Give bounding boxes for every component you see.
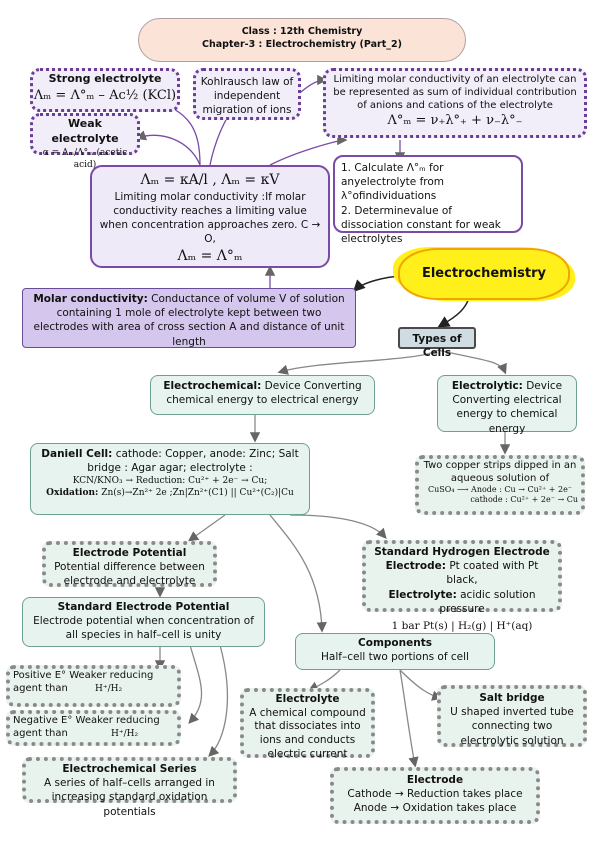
electrode-potential-text: Potential difference between electrode a… bbox=[54, 561, 205, 588]
center-formula1: Λₘ = κA/l , Λₘ = κV bbox=[140, 172, 280, 188]
electrode-potential-title: Electrode Potential bbox=[72, 547, 187, 559]
components-box: Components Half–cell two portions of cel… bbox=[295, 633, 495, 670]
electrochemistry-label: Electrochemistry bbox=[421, 266, 547, 281]
she-electrode-text: Pt coated with Pt black, bbox=[445, 560, 539, 587]
arrow-to-she bbox=[289, 514, 387, 539]
daniell-title: Daniell Cell: bbox=[41, 448, 113, 460]
arrow-to-electrolyte bbox=[307, 669, 341, 692]
electrochemical-text: Device Converting chemical energy to ele… bbox=[166, 380, 362, 407]
strong-electrolyte-formula: Λₘ = Λ°ₘ – Ac½ (KCl) bbox=[33, 87, 177, 103]
header-banner: Class : 12th Chemistry Chapter-3 : Elect… bbox=[138, 18, 466, 62]
electrolyte-text: A chemical compound that dissociates int… bbox=[249, 706, 366, 760]
strong-electrolyte-title: Strong electrolyte bbox=[48, 72, 162, 85]
header-chapter: Chapter-3 : Electrochemistry (Part_2) bbox=[202, 38, 402, 50]
she-electrode-title: Electrode: bbox=[385, 560, 446, 573]
arrow-to-weak bbox=[135, 130, 201, 166]
electrochemistry-cloud: Electrochemistry bbox=[398, 248, 570, 300]
molar-conductivity-title: Molar conductivity: bbox=[33, 293, 148, 305]
copper-cathode: cathode : Cu²⁺ + 2e⁻ → Cu bbox=[470, 495, 578, 504]
components-title: Components bbox=[358, 637, 432, 649]
she-title: Standard Hydrogen Electrode bbox=[374, 546, 550, 558]
daniell-oxidation-title: Oxidation: bbox=[46, 488, 99, 499]
copper-text: Two copper strips dipped in an aqueous s… bbox=[423, 460, 577, 484]
electrolyte-title: Electrolyte bbox=[275, 693, 340, 705]
electrolytic-box: Electrolytic: Device Converting electric… bbox=[437, 375, 577, 435]
limiting-sum-formula: Λ°ₘ = ν₊λ°₊ + ν₋λ°₋ bbox=[387, 113, 523, 128]
electrochemical-box: Electrochemical: Device Converting chemi… bbox=[150, 375, 375, 415]
electrolytic-title: Electrolytic: bbox=[451, 380, 523, 392]
positive-e-h: H⁺/H₂ bbox=[94, 684, 123, 694]
types-of-cells-box: Types of Cells bbox=[398, 327, 476, 359]
electrode-box: Electrode Cathode → Reduction takes plac… bbox=[330, 767, 540, 824]
she-formula: 1 bar Pt(s) | H₂(g) | H⁺(aq) bbox=[391, 619, 533, 632]
salt-bridge-text: U shaped inverted tube connecting two el… bbox=[450, 706, 574, 747]
daniell-reduction: KCN/KNO₃ → Reduction: Cu²⁺ + 2e⁻ → Cu; bbox=[72, 476, 268, 487]
components-text: Half–cell two portions of cell bbox=[321, 651, 469, 664]
weak-electrolyte-formula: α = Λₘ/Λ°ₘ (acetic acid) bbox=[42, 147, 128, 170]
types-of-cells-label: Types of Cells bbox=[412, 333, 462, 360]
negative-e-line2: agent than bbox=[13, 728, 68, 739]
electrolytic-text: Device Converting electrical energy to c… bbox=[452, 380, 563, 435]
arrow-to-electrode bbox=[399, 669, 419, 768]
copper-anode: CuSO₄ ⟶ Anode : Cu → Cu²⁺ + 2e⁻ bbox=[427, 485, 573, 494]
positive-e-line1: Positive E° Weaker reducing bbox=[13, 670, 154, 681]
limiting-sum-box: Limiting molar conductivity of an electr… bbox=[323, 68, 587, 138]
sep-title: Standard Electrode Potential bbox=[57, 601, 230, 613]
salt-bridge-box: Salt bridge U shaped inverted tube conne… bbox=[437, 685, 587, 747]
applications-box: 1. Calculate Λ°ₘ for anyelectrolyte from… bbox=[333, 155, 523, 245]
she-electrolyte-text: acidic solution pressure bbox=[439, 588, 536, 615]
copper-strips-box: Two copper strips dipped in an aqueous s… bbox=[415, 455, 585, 515]
arrow-to-series bbox=[208, 644, 229, 757]
weak-electrolyte-box: Weak electrolyte α = Λₘ/Λ°ₘ (acetic acid… bbox=[30, 113, 140, 170]
arrow-to-components bbox=[269, 514, 327, 633]
arrow-to-electrode-potential bbox=[187, 514, 226, 542]
negative-e-box: Negative E° Weaker reducing agent than H… bbox=[6, 710, 181, 746]
applications-line2: 2. Determinevalue of dissociation consta… bbox=[341, 204, 501, 245]
sep-box: Standard Electrode Potential Electrode p… bbox=[22, 597, 265, 647]
salt-bridge-title: Salt bridge bbox=[479, 692, 545, 704]
electrode-title: Electrode bbox=[406, 774, 464, 786]
electrode-anode: Anode → Oxidation takes place bbox=[353, 802, 517, 815]
she-electrolyte-title: Electrolyte: bbox=[388, 588, 457, 601]
arrow-to-electrochemical bbox=[277, 349, 439, 375]
positive-e-box: Positive E° Weaker reducing agent than H… bbox=[6, 665, 181, 707]
electrochemical-series-text: A series of half–cells arranged in incre… bbox=[44, 777, 215, 818]
daniell-oxidation: Zn(s)→Zn²⁺ 2e ;Zn|Zn²⁺(C1) || Cu²⁺(C₂)|C… bbox=[98, 488, 294, 499]
applications-line1: 1. Calculate Λ°ₘ for anyelectrolyte from… bbox=[341, 162, 445, 203]
header-class: Class : 12th Chemistry bbox=[241, 26, 363, 37]
sep-text: Electrode potential when concentration o… bbox=[33, 615, 254, 642]
electrolyte-box: Electrolyte A chemical compound that dis… bbox=[240, 688, 375, 760]
electrode-cathode: Cathode → Reduction takes place bbox=[347, 788, 523, 801]
weak-electrolyte-title: Weak electrolyte bbox=[51, 117, 119, 145]
arrow-to-saltbridge bbox=[399, 669, 443, 701]
daniell-cell-box: Daniell Cell: cathode: Copper, anode: Zi… bbox=[30, 443, 310, 515]
arrow-to-limiting2 bbox=[269, 134, 348, 166]
negative-e-line1: Negative E° Weaker reducing bbox=[13, 715, 160, 726]
kohlrausch-text: Kohlrausch law of independent migration … bbox=[200, 76, 294, 117]
positive-e-line2: agent than bbox=[13, 683, 68, 694]
molar-conductivity-text: Conductance of volume V of solution cont… bbox=[33, 293, 345, 348]
electrochemical-series-box: Electrochemical Series A series of half–… bbox=[22, 757, 237, 818]
she-box: Standard Hydrogen Electrode Electrode: P… bbox=[362, 540, 562, 632]
electrochemical-title: Electrochemical: bbox=[163, 380, 262, 392]
strong-electrolyte-box: Strong electrolyte Λₘ = Λ°ₘ – Ac½ (KCl) bbox=[30, 68, 180, 112]
negative-e-h: H⁺/H₂ bbox=[110, 729, 139, 739]
molar-conductivity-box: Molar conductivity: Conductance of volum… bbox=[22, 288, 356, 348]
electrochemical-series-title: Electrochemical Series bbox=[62, 763, 197, 775]
arrow-to-negative bbox=[188, 644, 203, 724]
arrow-to-electrolytic bbox=[437, 349, 507, 375]
center-formula2: Λₘ = Λ°ₘ bbox=[177, 247, 243, 264]
daniell-text: cathode: Copper, anode: Zinc; Salt bridg… bbox=[87, 448, 299, 475]
center-formula-box: Λₘ = κA/l , Λₘ = κV Limiting molar condu… bbox=[90, 165, 330, 268]
kohlrausch-box: Kohlrausch law of independent migration … bbox=[193, 68, 301, 120]
electrode-potential-box: Electrode Potential Potential difference… bbox=[42, 541, 217, 587]
limiting-sum-text: Limiting molar conductivity of an electr… bbox=[333, 74, 577, 111]
center-text: Limiting molar conductivity :If molar co… bbox=[99, 190, 321, 246]
